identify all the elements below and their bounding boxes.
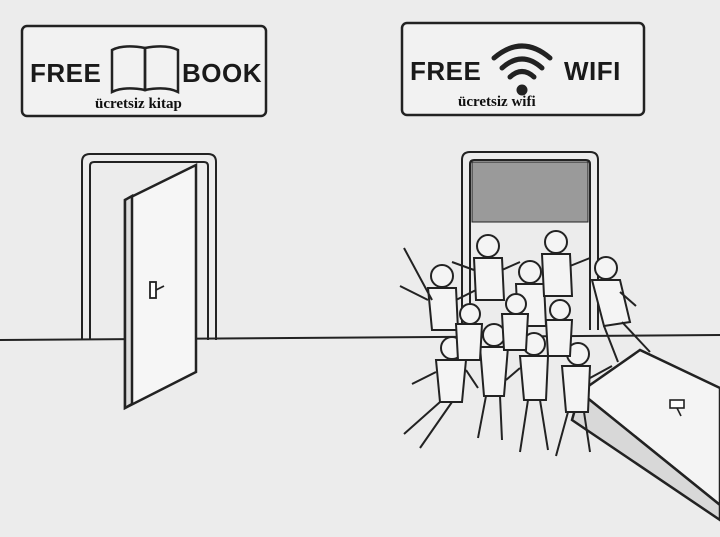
wall-floor-line <box>0 334 720 341</box>
wifi-icon <box>491 43 553 96</box>
wifi-sign-wifi-word: WIFI <box>564 56 621 86</box>
rushing-crowd <box>399 230 651 457</box>
wifi-door-frame <box>461 151 599 330</box>
door-handle <box>149 281 157 299</box>
open-book-icon <box>110 45 180 95</box>
book-sign-free-word: FREE <box>30 58 102 88</box>
book-door-frame <box>81 153 217 340</box>
book-sign-book-word: BOOK <box>182 58 262 88</box>
wifi-sign-free-word: FREE <box>410 56 482 86</box>
book-door <box>123 162 198 411</box>
book-sign-caption: ücretsiz kitap <box>95 96 182 112</box>
wifi-sign-caption: ücretsiz wifi <box>458 94 536 110</box>
wifi-door-fallen <box>570 348 720 522</box>
crowd-in-doorway <box>471 161 589 223</box>
